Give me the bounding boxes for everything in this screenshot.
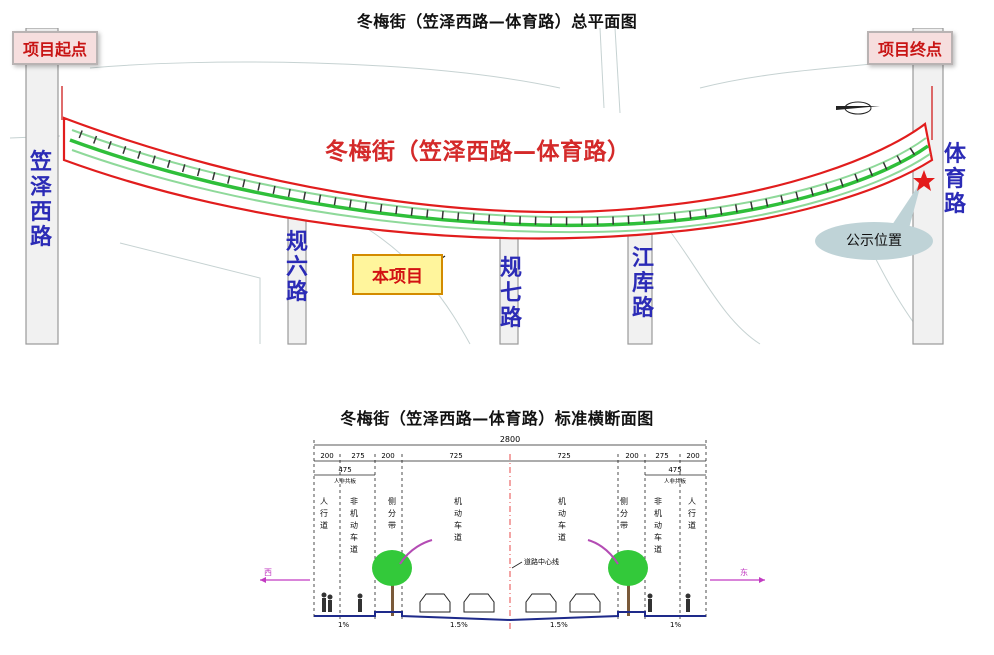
dim-right-2: 200: [625, 452, 638, 460]
dim-left-2: 275: [351, 452, 364, 460]
centerline-leader: [511, 561, 523, 569]
star-icon: [913, 170, 935, 191]
section-title: 冬梅街（笠泽西路—体育路）标准横断面图: [340, 409, 654, 428]
median-strip-outer: [71, 149, 931, 234]
west-label: 西: [264, 568, 272, 577]
lane-motor-right: 机动车道: [558, 497, 566, 542]
median-strip-inner: [71, 129, 927, 219]
shared-board-note-right: 人非共板: [664, 477, 687, 485]
tree-icon: [372, 550, 412, 616]
dim-sub-left: 475: [338, 466, 351, 474]
dim-left-4: 725: [449, 452, 462, 460]
north-arrow-icon: [836, 101, 880, 115]
shared-board-note-left: 人非共板: [334, 477, 357, 485]
road-label-guiqi: 规七路: [499, 256, 522, 331]
lane-median-right: 侧分带: [620, 497, 628, 530]
lane-nonmotor-right: 非机动车道: [654, 497, 662, 554]
project-end-callout: 项目终点: [867, 31, 954, 65]
lane-median-left: 侧分带: [388, 497, 396, 530]
ground-profile: [314, 611, 706, 622]
cross-roads: [25, 28, 944, 345]
car-icon: [419, 593, 601, 613]
slope-right-outer: 1%: [670, 621, 681, 629]
street-lamp-icon: [399, 539, 433, 565]
plan-title: 冬梅街（笠泽西路—体育路）总平面图: [356, 12, 638, 31]
dim-total: 2800: [500, 435, 520, 444]
dim-right-1: 725: [557, 452, 570, 460]
median-strip: [69, 138, 930, 228]
lane-nonmotor-left: 非机动车道: [350, 497, 358, 554]
lane-sidewalk-left: 人行道: [320, 497, 328, 530]
pedestrian-icon: [321, 592, 691, 612]
street-lamp-icon: [587, 539, 619, 565]
road-label-jiangku: 江库路: [631, 246, 654, 321]
slope-right-inner: 1.5%: [550, 621, 568, 629]
dim-left-3: 200: [381, 452, 394, 460]
slope-left-outer: 1%: [338, 621, 349, 629]
site-plan-drawing: [9, 28, 944, 345]
tree-icon: [608, 550, 648, 616]
main-road-label: 冬梅街（笠泽西路—体育路）: [325, 139, 631, 165]
cross-section-drawing: 2800 200 275 200 725 725 200 275 200 475…: [260, 435, 765, 630]
road-label-guiliu: 规六路: [285, 230, 308, 305]
dim-right-4: 200: [686, 452, 699, 460]
dim-sub-right: 475: [668, 466, 681, 474]
road-label-lize-west: 笠泽西路: [29, 150, 52, 250]
project-start-callout: 项目起点: [12, 31, 99, 65]
east-label: 东: [740, 567, 748, 577]
road-label-tiyu: 体育路: [943, 142, 966, 217]
lane-motor-left: 机动车道: [454, 497, 462, 542]
dim-right-3: 275: [655, 452, 668, 460]
dimension-lines: [313, 440, 707, 630]
centerline-label: 道路中心线: [524, 557, 559, 566]
notice-location-bubble: 公示位置: [815, 222, 933, 260]
dim-left-1: 200: [320, 452, 333, 460]
lane-sidewalk-right: 人行道: [688, 497, 696, 530]
slope-left-inner: 1.5%: [450, 621, 468, 629]
this-project-label: 本项目: [352, 254, 443, 295]
bubble-pointer: [890, 180, 922, 232]
